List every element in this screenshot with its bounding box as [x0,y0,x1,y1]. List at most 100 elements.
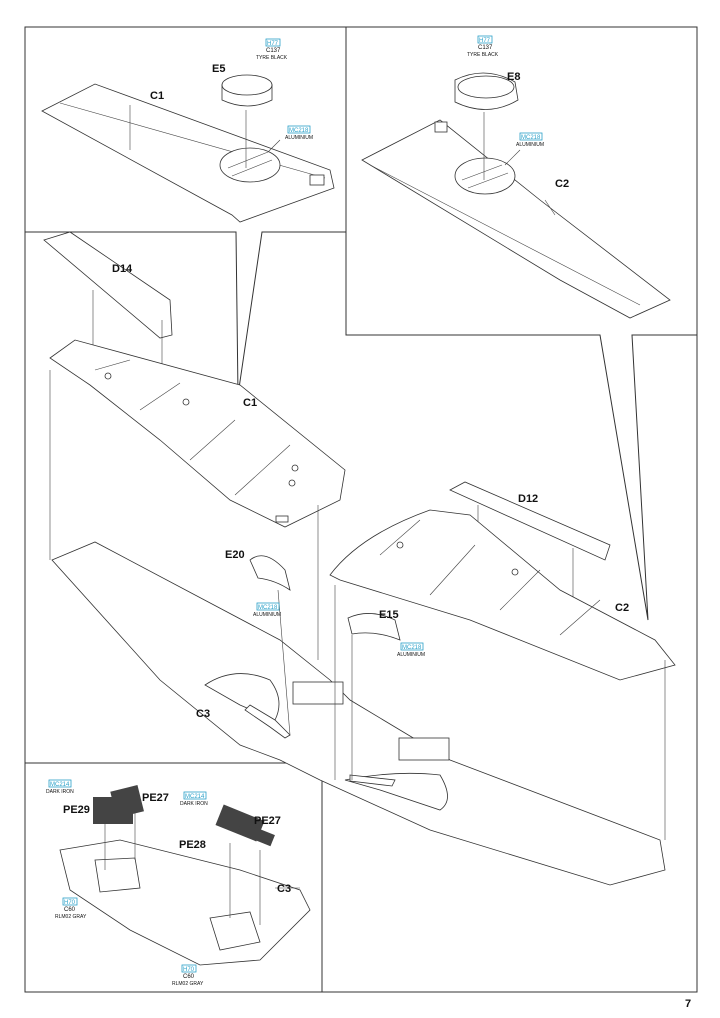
radiator-block-left [292,681,344,705]
wheel-bay-c3 [204,673,280,721]
inset-wheel-well-strut [231,159,273,177]
paint-code: H70 [183,967,195,973]
page-number: 7 [685,998,691,1010]
paint-name: ALUMINIUM [285,135,313,141]
label-c2-main: C2 [615,602,629,614]
callout-pe-left-gray: H70 C60 RLM02 GRAY [55,897,87,920]
part-e15 [347,613,401,641]
paint-code: H77 [479,38,491,44]
paint-number: C137 [478,45,493,51]
callout-c1-inset: MC218 ALUMINIUM [285,125,313,141]
wing-c1-hole [291,464,299,472]
radiator-block-right [398,737,450,761]
label-e5: E5 [212,63,225,75]
paint-code-box [256,602,280,611]
paint-name: TYRE BLACK [467,52,499,58]
e20-pointer [277,589,291,736]
paint-name: DARK IRON [46,789,74,795]
wing-c1-upper [49,339,346,528]
paint-number: C60 [183,974,195,980]
inset-wheel-well-strut [467,172,509,189]
inset-wing-c2 [361,119,671,319]
inset-c2: E8 C2 H77 C137 TYRE BLACK MC218 ALUMINIU… [361,35,671,319]
callout-pe-left-iron: MC214 DARK IRON [46,779,74,795]
wing-c2-panel-line [379,519,421,556]
label-pe27-right: PE27 [254,815,281,827]
inset-wing-c2-line [369,164,641,306]
label-pe27-left: PE27 [142,792,169,804]
wheel-e8-rim [457,75,515,99]
paint-code-box [181,964,197,973]
paint-code: MC218 [289,128,309,134]
callout-e15: MC218 ALUMINIUM [397,642,425,658]
inset-frame-right [345,232,697,621]
wing-c1-hole [104,372,112,380]
wheel-well-strip-right [349,774,396,787]
callout-c2-inset: MC218 ALUMINIUM [516,132,544,148]
wing-c2-panel-line [499,569,541,611]
callout-e5: H77 C137 TYRE BLACK [256,38,288,61]
pe27-mesh-right [237,821,275,847]
callout-e8: H77 C137 TYRE BLACK [467,35,499,58]
inset-wheel-well-strut [461,164,503,181]
flap-d14 [43,231,173,339]
label-c3-main: C3 [196,708,210,720]
paint-code-box [477,35,493,44]
inset-pe: PE27 PE29 PE28 PE27 C3 MC214 DARK IRON M… [46,779,311,987]
inset-wheel-well-c1 [219,147,281,183]
paint-name: RLM02 GRAY [55,914,87,920]
wing-c1-panel-line [234,444,291,496]
inset-wing-c1-line [59,102,326,179]
wing-c2-panel-line [429,544,476,596]
wing-c1-tab [275,515,289,523]
paint-code-box [265,38,281,47]
callout-pe-right-iron: MC214 DARK IRON [180,791,208,807]
wing-c3-lower [51,541,666,886]
paint-code: H77 [267,41,279,47]
inset-c1: E5 C1 H77 C137 TYRE BLACK MC218 ALUMINIU… [41,38,335,223]
inset-wing-c1 [41,83,335,223]
wing-c1-panel-line [189,419,236,461]
label-c1-inset: C1 [150,90,164,102]
pe-inset-wing [59,839,311,966]
label-c2-inset: C2 [555,178,569,190]
inset-wheel-well-c2 [454,157,516,195]
paint-code-box [400,642,424,651]
paint-code-box [62,897,78,906]
callout-e20: MC218 ALUMINIUM [253,602,281,618]
paint-name: ALUMINIUM [253,612,281,618]
paint-name: RLM02 GRAY [172,981,204,987]
paint-code-box [183,791,207,800]
paint-code: H70 [64,900,76,906]
paint-name: ALUMINIUM [516,142,544,148]
paint-code: MC214 [50,782,70,788]
paint-code-box [519,132,543,141]
main-assembly: D14 C1 C3 E20 MC218 ALUMI [43,231,676,886]
label-e15: E15 [379,609,399,621]
pe27-mesh-left [110,784,144,818]
paint-number: C60 [64,907,76,913]
inset-fitting-c2 [434,121,448,133]
pe-inset-bay-right [209,911,261,951]
flap-d12 [449,481,611,561]
paint-code: MC218 [258,605,278,611]
label-d12: D12 [518,493,538,505]
paint-code: MC218 [402,645,422,651]
wing-c2-panel-line [559,599,601,636]
paint-code: MC214 [185,794,205,800]
label-d14: D14 [112,263,133,275]
paint-code: MC218 [521,135,541,141]
label-pe28: PE28 [179,839,206,851]
inset-frame-left [25,27,347,396]
wing-c2-hole [511,568,519,576]
wing-c1-panel-line [94,359,131,371]
label-c3-inset: C3 [277,883,291,895]
paint-name: ALUMINIUM [397,652,425,658]
inset-fitting-c1 [309,174,325,186]
part-e20 [249,555,291,591]
inset-c2-leader [504,149,521,166]
label-e8: E8 [507,71,520,83]
paint-name: DARK IRON [180,801,208,807]
paint-name: TYRE BLACK [256,55,288,61]
